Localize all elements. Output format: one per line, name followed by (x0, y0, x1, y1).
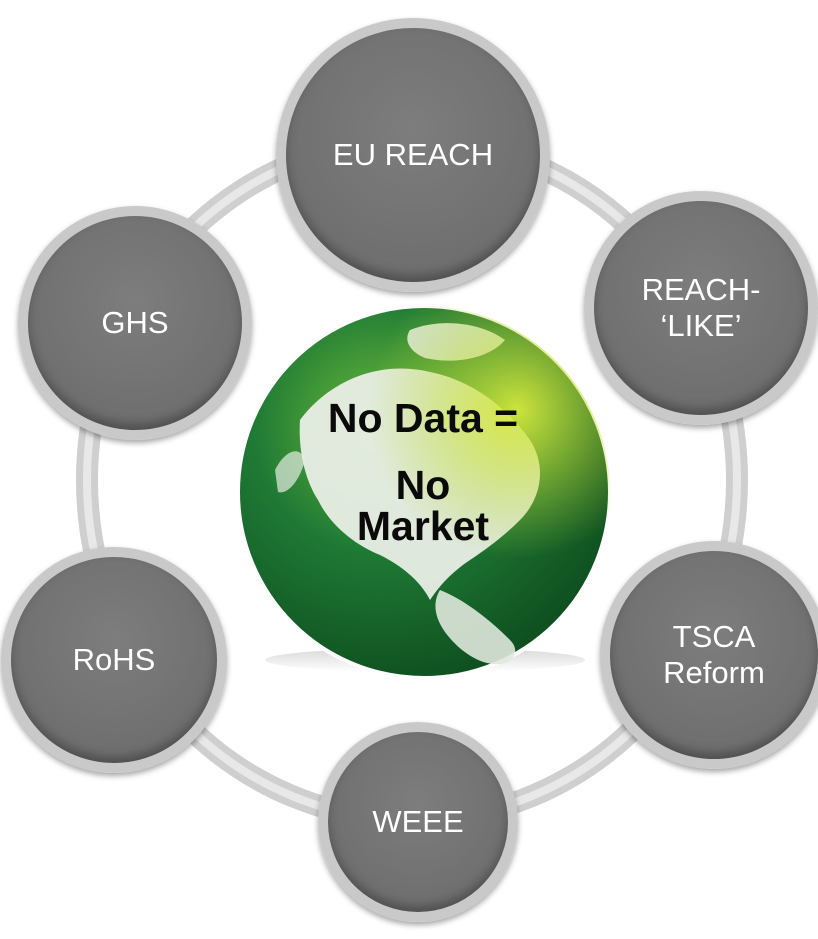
center-line-3: Market (356, 503, 490, 549)
node-label: TSCA Reform (663, 619, 765, 690)
node-reach-like: REACH- ‘LIKE’ (584, 191, 818, 425)
globe-icon (236, 304, 612, 680)
node-weee: WEEE (318, 722, 518, 922)
node-label: RoHS (72, 642, 156, 678)
node-label: EU REACH (332, 137, 494, 173)
node-ghs: GHS (18, 206, 252, 440)
node-label: GHS (101, 305, 169, 341)
node-tsca-reform: TSCA Reform (600, 541, 818, 769)
center-message: No Data = No Market (258, 398, 588, 547)
node-label: REACH- ‘LIKE’ (641, 272, 761, 343)
node-label: WEEE (372, 804, 464, 840)
node-rohs: RoHS (1, 547, 227, 773)
center-line-2: No (395, 462, 451, 508)
center-line-1: No Data = (327, 395, 519, 441)
node-eu-reach: EU REACH (276, 18, 550, 292)
